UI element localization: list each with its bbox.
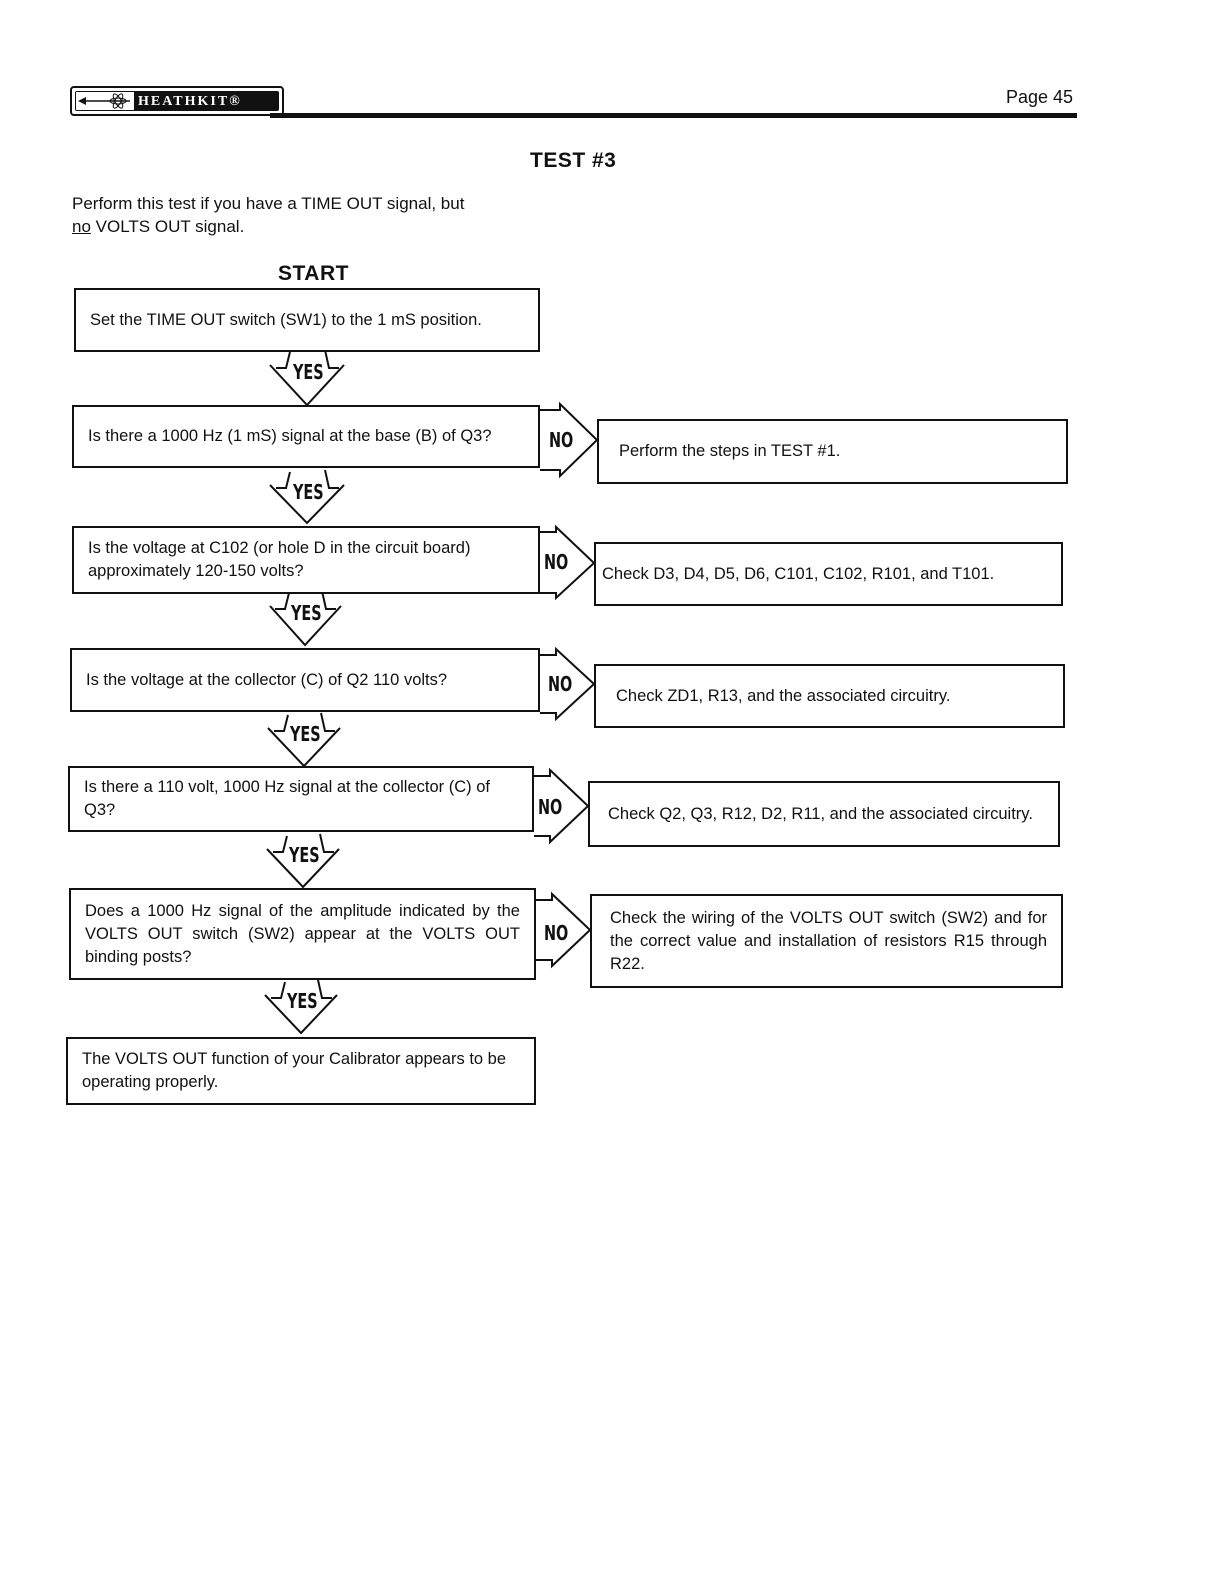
atom-arrow-icon	[76, 92, 135, 110]
action-box-5: Check the wiring of the VOLTS OUT switch…	[590, 894, 1063, 988]
step-box-3: Is the voltage at C102 (or hole D in the…	[72, 526, 540, 594]
intro-underlined-word: no	[72, 217, 91, 236]
yes-arrow-6	[264, 979, 338, 1035]
action-box-3: Check ZD1, R13, and the associated circu…	[594, 664, 1065, 728]
step-6-text: Does a 1000 Hz signal of the amplitude i…	[85, 901, 520, 966]
action-3-text: Check ZD1, R13, and the associated circu…	[616, 686, 951, 705]
step-box-1: Set the TIME OUT switch (SW1) to the 1 m…	[74, 288, 540, 352]
intro-text: Perform this test if you have a TIME OUT…	[72, 192, 532, 238]
page-number: Page 45	[1005, 87, 1073, 107]
step-4-text: Is the voltage at the collector (C) of Q…	[86, 670, 448, 689]
action-1-text: Perform the steps in TEST #1.	[619, 442, 841, 460]
action-5-text: Check the wiring of the VOLTS OUT switch…	[610, 908, 1047, 973]
no-label-3: NO	[548, 672, 573, 696]
intro-line-1: Perform this test if you have a TIME OUT…	[72, 194, 465, 213]
start-label: START	[278, 262, 349, 285]
header-rule	[270, 113, 1077, 118]
step-2-text: Is there a 1000 Hz (1 mS) signal at the …	[88, 427, 492, 445]
action-2-text: Check D3, D4, D5, D6, C101, C102, R101, …	[602, 564, 995, 583]
step-3-text: Is the voltage at C102 (or hole D in the…	[88, 539, 471, 580]
heathkit-logo: HEATHKIT®	[70, 86, 284, 116]
yes-label-1: YES	[293, 360, 324, 384]
no-label-2: NO	[544, 550, 569, 574]
no-label-1: NO	[549, 428, 574, 452]
intro-line-2-rest: VOLTS OUT signal.	[90, 217, 245, 236]
step-box-4: Is the voltage at the collector (C) of Q…	[70, 648, 540, 712]
yes-arrow-2	[269, 469, 345, 525]
action-box-1: Perform the steps in TEST #1.	[597, 419, 1068, 484]
page-title: TEST #3	[530, 149, 617, 172]
step-7-text: The VOLTS OUT function of your Calibrato…	[82, 1050, 507, 1091]
step-1-text: Set the TIME OUT switch (SW1) to the 1 m…	[90, 310, 482, 329]
step-5-text: Is there a 110 volt, 1000 Hz signal at t…	[84, 778, 490, 819]
no-label-5: NO	[544, 921, 569, 945]
action-4-text: Check Q2, Q3, R12, D2, R11, and the asso…	[608, 804, 1033, 823]
step-box-5: Is there a 110 volt, 1000 Hz signal at t…	[68, 766, 534, 832]
action-box-2: Check D3, D4, D5, D6, C101, C102, R101, …	[594, 542, 1063, 606]
yes-label-3: YES	[291, 601, 322, 625]
yes-label-2: YES	[293, 480, 324, 504]
no-label-4: NO	[538, 795, 563, 819]
step-box-7: The VOLTS OUT function of your Calibrato…	[66, 1037, 536, 1105]
action-box-4: Check Q2, Q3, R12, D2, R11, and the asso…	[588, 781, 1060, 847]
intro-line-2: no VOLTS OUT signal.	[72, 215, 532, 238]
yes-label-4: YES	[290, 722, 321, 746]
yes-arrow-5	[266, 833, 340, 889]
step-box-2: Is there a 1000 Hz (1 mS) signal at the …	[72, 405, 540, 468]
yes-label-6: YES	[287, 989, 318, 1013]
logo-text: HEATHKIT®	[138, 94, 242, 109]
step-box-6: Does a 1000 Hz signal of the amplitude i…	[69, 888, 536, 980]
yes-label-5: YES	[289, 843, 320, 867]
yes-arrow-3	[269, 590, 342, 647]
